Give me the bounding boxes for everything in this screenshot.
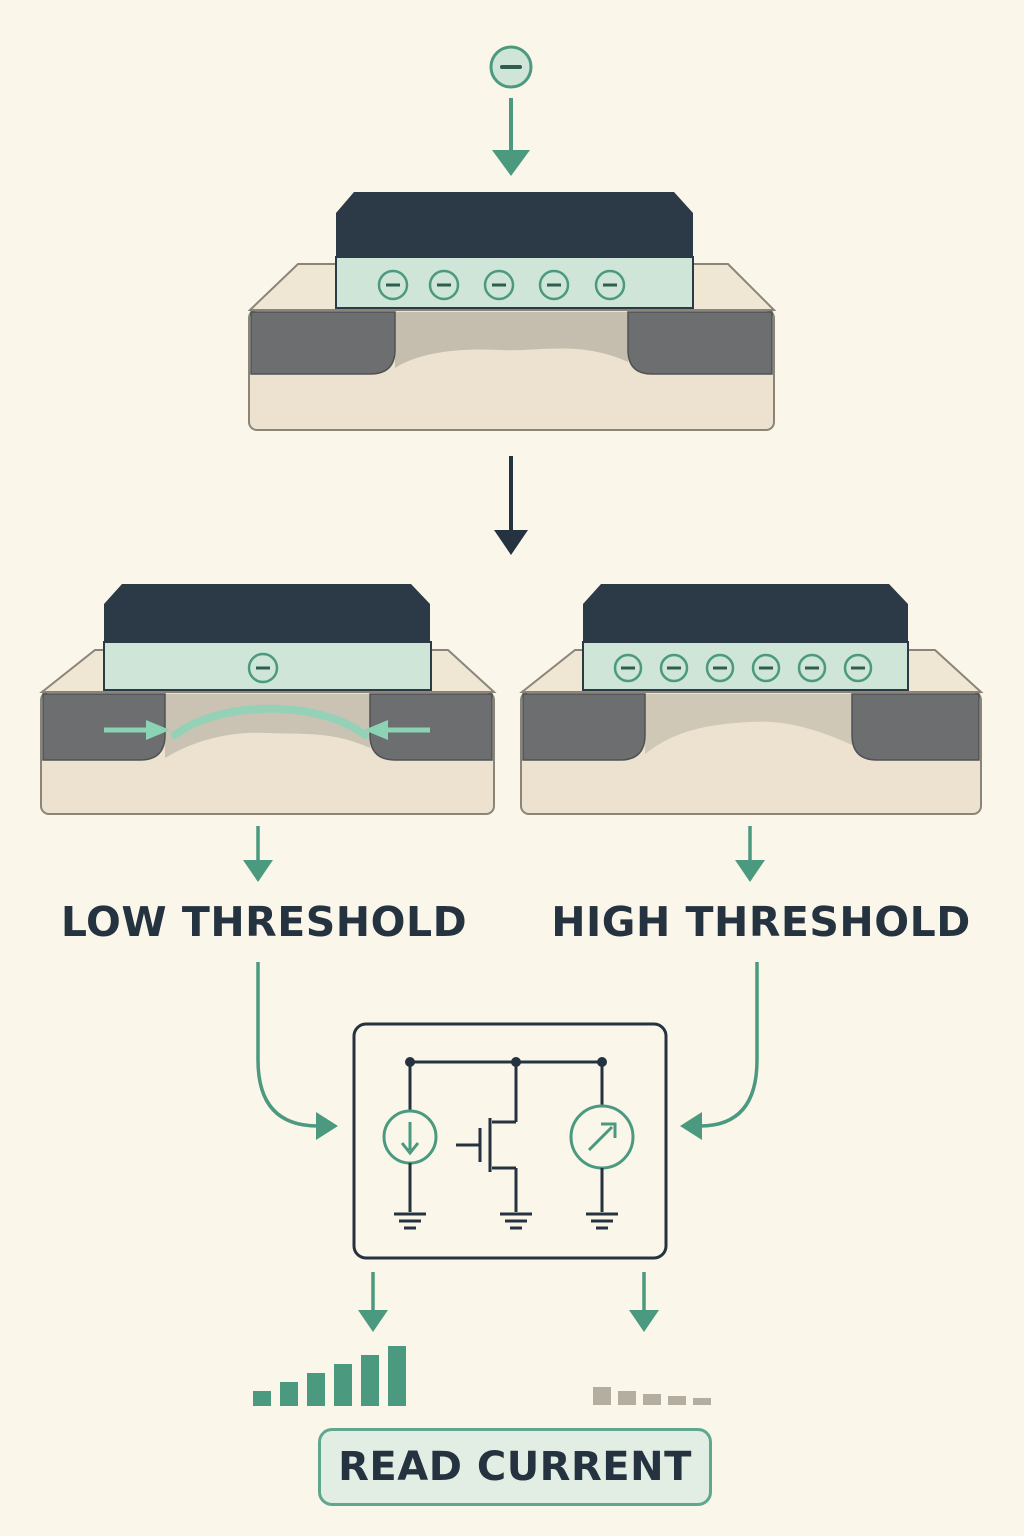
channel (645, 694, 852, 754)
electron-icon (659, 653, 689, 683)
electron-icon (797, 653, 827, 683)
high-threshold-label: HIGH THRESHOLD (551, 898, 971, 946)
ground-icon (586, 1212, 618, 1230)
source-region (250, 311, 396, 375)
low-read-current-bars (253, 1346, 406, 1406)
arrow-down-icon (492, 98, 530, 176)
arrow-right-icon (104, 720, 170, 740)
current-level-bar (693, 1398, 711, 1405)
read-current-box: READ CURRENT (318, 1428, 712, 1506)
arrow-down-icon (735, 826, 765, 882)
low-threshold-cell (39, 584, 497, 815)
control-gate (583, 584, 908, 642)
current-level-bar (593, 1387, 611, 1405)
arrow-left-icon (364, 720, 430, 740)
floating-gate-layer (335, 256, 694, 309)
high-read-current-bars (593, 1387, 711, 1405)
source-region (42, 693, 166, 761)
electron-icon (483, 269, 515, 301)
top-transistor-cell (247, 192, 777, 431)
electron-icon (538, 269, 570, 301)
electron-icon (247, 652, 279, 684)
floating-gate-layer (582, 641, 909, 691)
arrow-down-icon (494, 456, 528, 555)
transistor-icon (456, 1062, 518, 1212)
current-level-bar (334, 1364, 352, 1406)
incoming-electron-icon (489, 45, 533, 89)
ammeter-icon (569, 1104, 635, 1170)
channel-current-flow (171, 704, 369, 739)
current-level-bar (668, 1396, 686, 1405)
drain-region (369, 693, 493, 761)
stored-electrons (377, 269, 626, 301)
current-level-bar (643, 1394, 661, 1405)
low-threshold-label: LOW THRESHOLD (60, 898, 468, 946)
channel (165, 694, 370, 758)
control-gate (336, 192, 693, 257)
arrow-down-icon (243, 826, 273, 882)
electron-icon (705, 653, 735, 683)
current-level-bar (388, 1346, 406, 1406)
electron-icon (843, 653, 873, 683)
current-level-bar (361, 1355, 379, 1406)
arrow-down-icon (358, 1272, 388, 1332)
control-gate (104, 584, 430, 642)
floating-gate-layer (103, 641, 432, 691)
curved-arrow-icon (680, 962, 759, 1140)
ground-icon (500, 1212, 532, 1230)
drain-region (851, 693, 980, 761)
curved-arrow-icon (256, 962, 338, 1140)
electron-icon (613, 653, 643, 683)
read-circuit (352, 1022, 668, 1260)
electron-icon (428, 269, 460, 301)
current-level-bar (307, 1373, 325, 1406)
read-current-label: READ CURRENT (338, 1444, 692, 1490)
current-level-bar (618, 1391, 636, 1405)
current-level-bar (253, 1391, 271, 1406)
ground-icon (394, 1212, 426, 1230)
electron-icon (377, 269, 409, 301)
drain-region (627, 311, 773, 375)
source-region (522, 693, 646, 761)
current-level-bar (280, 1382, 298, 1406)
electron-icon (594, 269, 626, 301)
arrow-down-icon (629, 1272, 659, 1332)
current-source-icon (382, 1109, 438, 1165)
high-threshold-cell (519, 584, 984, 815)
stored-electrons (613, 653, 873, 683)
electron-icon (751, 653, 781, 683)
channel (395, 312, 628, 368)
